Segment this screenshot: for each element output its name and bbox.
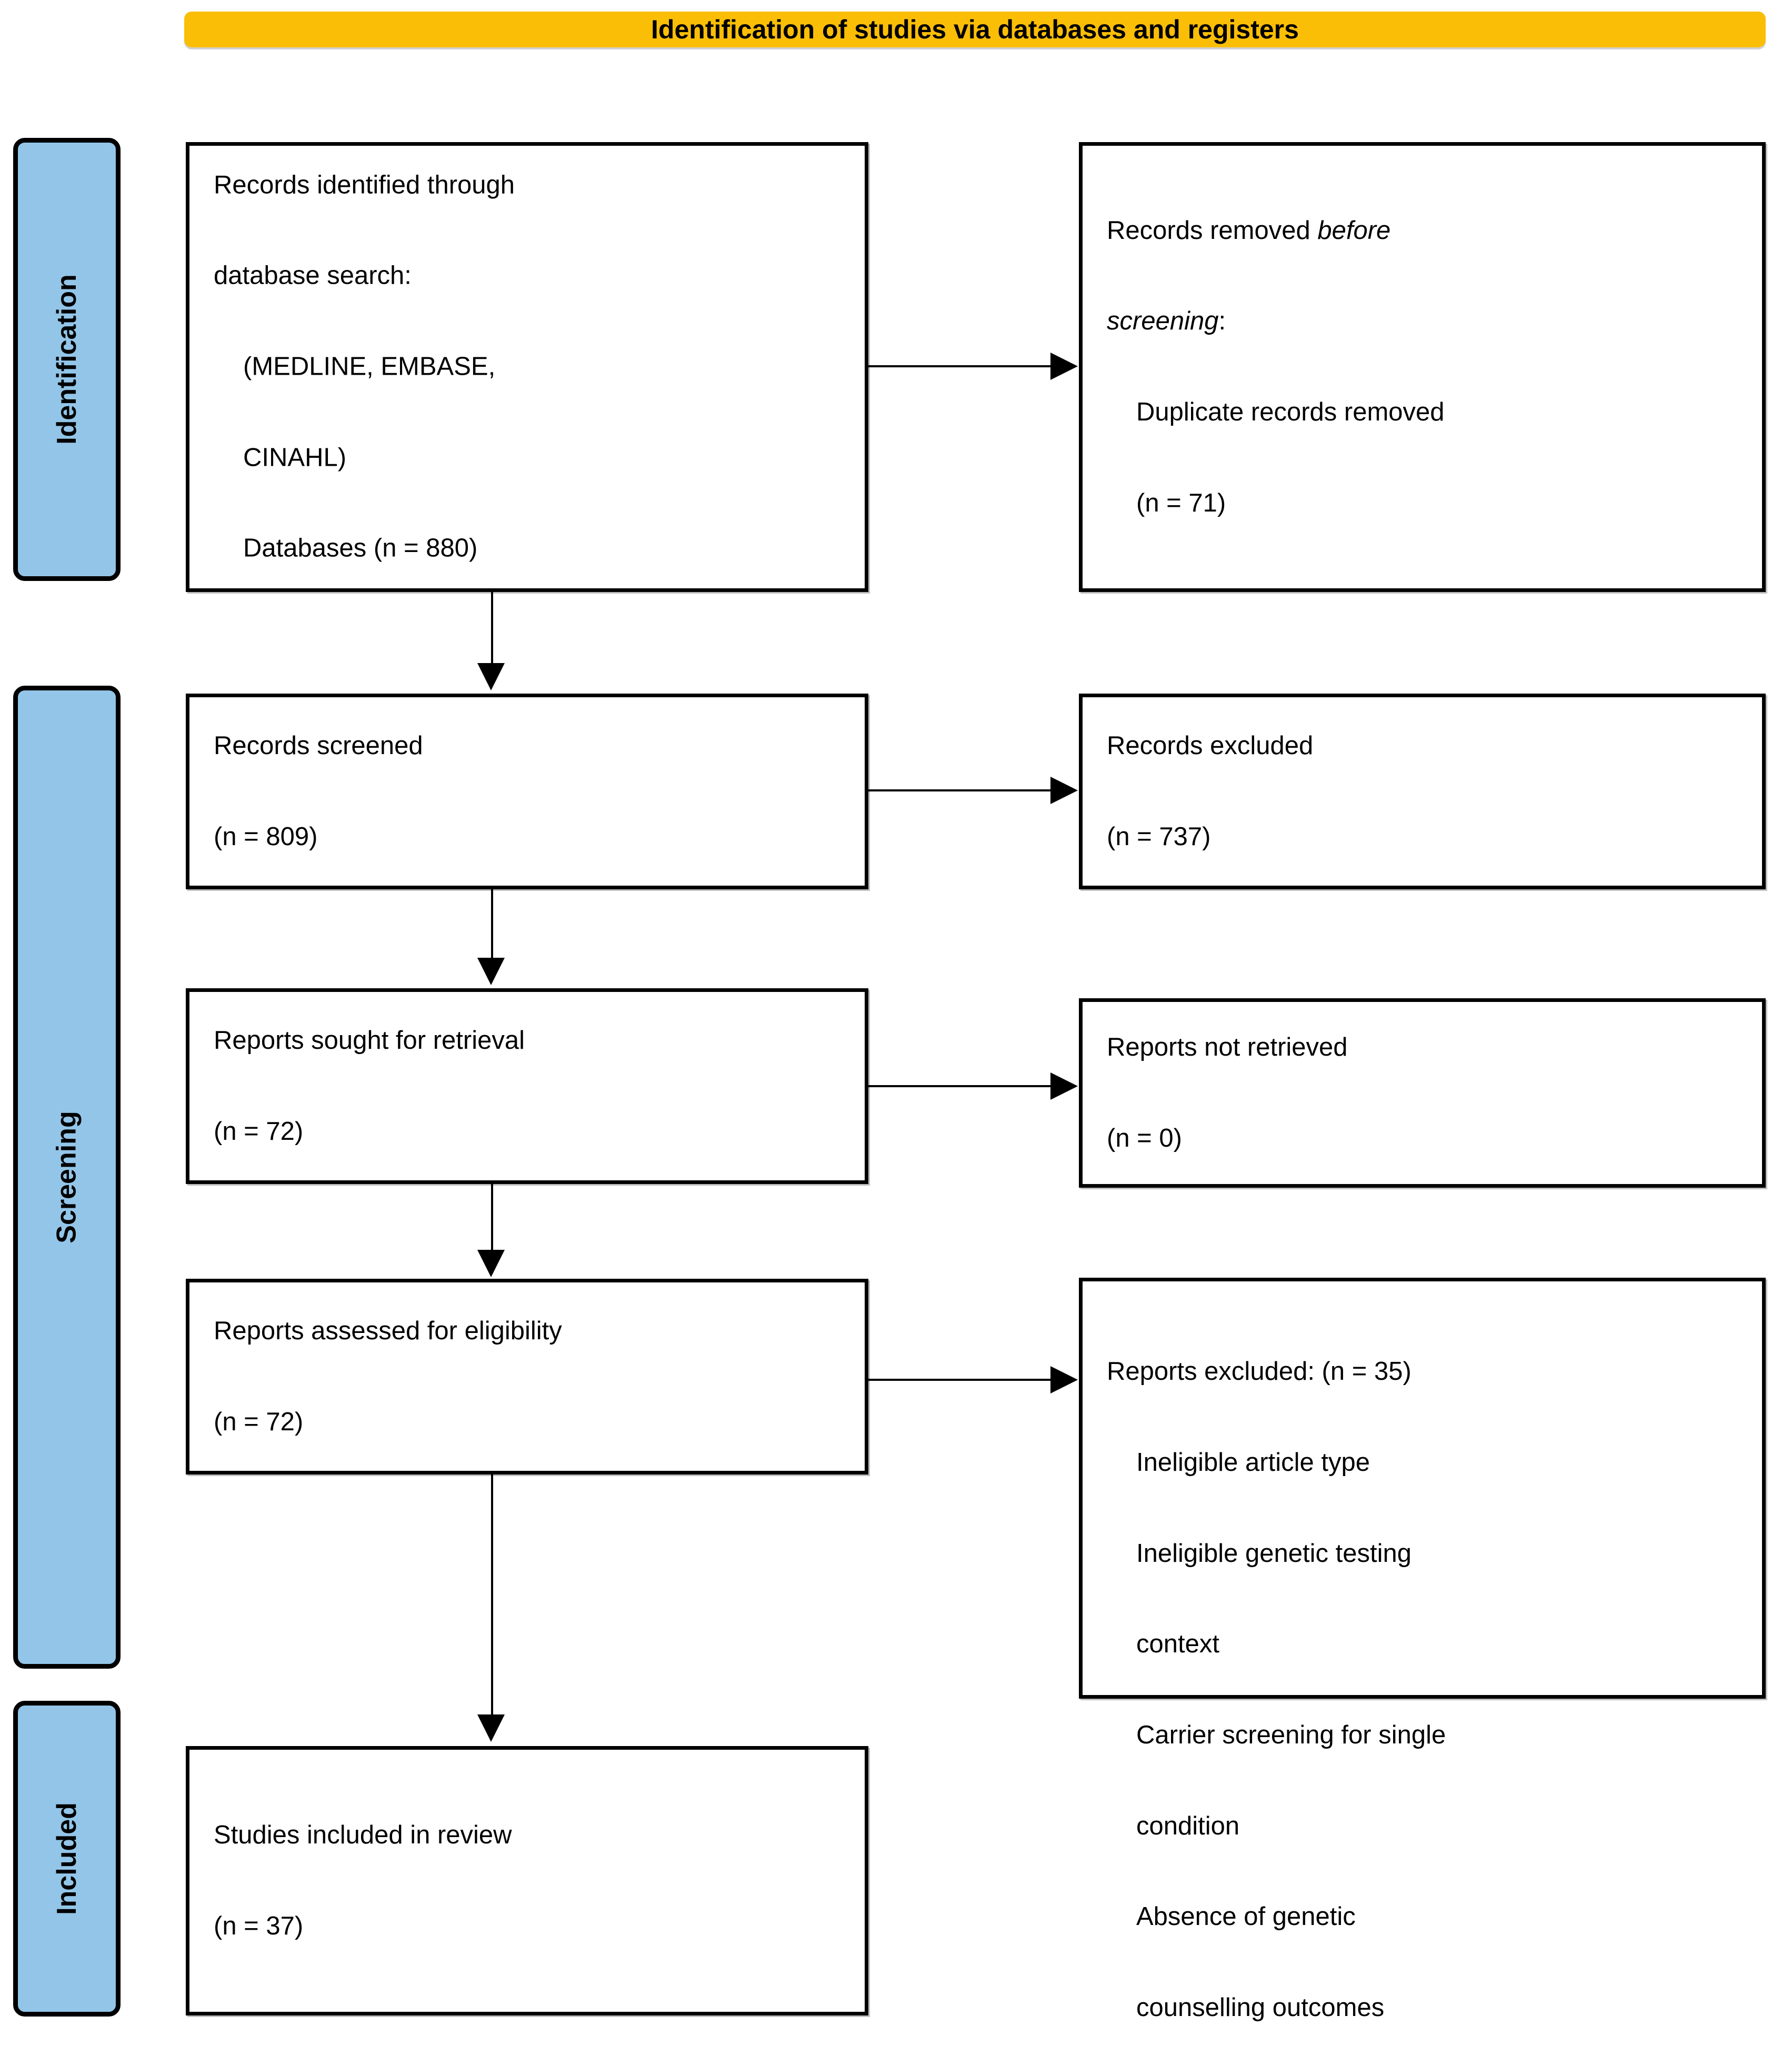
- box-reports-assessed-for-eligibility: Reports assessed for eligibility (n = 72…: [186, 1279, 868, 1475]
- records-removed-line-4: (n = 71): [1136, 488, 1226, 517]
- reports-not-retrieved-line-2: (n = 0): [1107, 1124, 1182, 1152]
- records-identified-line-1: Records identified through: [214, 170, 515, 199]
- box-records-excluded: Records excluded (n = 737): [1079, 694, 1766, 889]
- stage-label-included: Included: [52, 1802, 83, 1915]
- records-removed-line-1: Records removed before: [1107, 216, 1748, 246]
- records-removed-line-1-italic: before: [1317, 216, 1391, 245]
- box-reports-excluded-text: Reports excluded: (n = 35) Ineligible ar…: [1107, 1296, 1748, 2046]
- reports-sought-line-2: (n = 72): [214, 1117, 304, 1146]
- records-screened-line-1: Records screened: [214, 731, 423, 760]
- box-records-removed-before-screening: Records removed before screening: Duplic…: [1079, 142, 1766, 592]
- records-removed-line-3: Duplicate records removed: [1136, 398, 1445, 427]
- stage-bar-identification: Identification: [13, 138, 121, 581]
- box-reports-not-retrieved: Reports not retrieved (n = 0): [1079, 998, 1766, 1188]
- records-removed-line-1-plain: Records removed: [1107, 216, 1318, 245]
- stage-bar-included: Included: [13, 1701, 121, 2017]
- box-reports-assessed-text: Reports assessed for eligibility (n = 72…: [214, 1256, 851, 1498]
- records-removed-line-2-plain: :: [1218, 307, 1226, 336]
- connector-horizontal-identified-to-removed-line: [868, 365, 1052, 367]
- connector-vertical-identified-to-screened-line: [491, 592, 493, 666]
- records-identified-line-2: database search:: [214, 262, 412, 290]
- reports-excluded-line-1: Reports excluded: (n = 35): [1107, 1357, 1411, 1386]
- connector-vertical-screened-to-sought-line: [491, 889, 493, 959]
- stage-bar-screening: Screening: [13, 686, 121, 1669]
- reports-assessed-line-1: Reports assessed for eligibility: [214, 1316, 562, 1345]
- connector-vertical-sought-to-assessed-line: [491, 1184, 493, 1251]
- arrow-down-icon: [477, 1250, 505, 1277]
- records-screened-line-2: (n = 809): [214, 822, 318, 851]
- diagram-header-banner: Identification of studies via databases …: [184, 12, 1766, 47]
- box-reports-not-retrieved-text: Reports not retrieved (n = 0): [1107, 972, 1748, 1215]
- reports-excluded-reason-4a: Absence of genetic: [1136, 1902, 1356, 1931]
- studies-included-line-2: (n = 37): [214, 1911, 304, 1940]
- records-excluded-line-2: (n = 737): [1107, 822, 1211, 851]
- records-identified-line-4: CINAHL): [243, 443, 347, 472]
- reports-excluded-reason-3b: condition: [1136, 1811, 1240, 1840]
- reports-excluded-reason-2a: Ineligible genetic testing: [1136, 1539, 1412, 1568]
- arrow-down-icon: [477, 958, 505, 985]
- connector-horizontal-sought-to-not-retrieved-line: [868, 1085, 1052, 1087]
- arrow-right-icon: [1050, 1072, 1078, 1100]
- connector-horizontal-assessed-to-excluded-line: [868, 1379, 1052, 1381]
- reports-excluded-reason-1: Ineligible article type: [1136, 1448, 1370, 1477]
- reports-not-retrieved-line-1: Reports not retrieved: [1107, 1032, 1348, 1061]
- box-records-screened-text: Records screened (n = 809): [214, 670, 851, 913]
- box-studies-included-text: Studies included in review (n = 37): [214, 1760, 851, 2002]
- records-identified-line-5: Databases (n = 880): [243, 534, 478, 563]
- arrow-right-icon: [1050, 1366, 1078, 1393]
- reports-assessed-line-2: (n = 72): [214, 1407, 304, 1436]
- records-removed-line-2-italic: screening: [1107, 307, 1219, 336]
- box-reports-sought-for-retrieval: Reports sought for retrieval (n = 72): [186, 988, 868, 1184]
- stage-label-identification: Identification: [52, 274, 82, 445]
- records-identified-line-3: (MEDLINE, EMBASE,: [243, 352, 496, 381]
- box-records-excluded-text: Records excluded (n = 737): [1107, 670, 1748, 913]
- stage-label-screening: Screening: [52, 1111, 83, 1243]
- connector-vertical-assessed-to-included-line: [491, 1475, 493, 1716]
- studies-included-line-1: Studies included in review: [214, 1820, 512, 1849]
- box-reports-sought-text: Reports sought for retrieval (n = 72): [214, 965, 851, 1208]
- box-studies-included-in-review: Studies included in review (n = 37): [186, 1746, 868, 2015]
- diagram-header-title: Identification of studies via databases …: [651, 15, 1299, 44]
- box-records-screened: Records screened (n = 809): [186, 694, 868, 889]
- records-excluded-line-1: Records excluded: [1107, 731, 1314, 760]
- arrow-right-icon: [1050, 777, 1078, 804]
- arrow-down-icon: [477, 663, 505, 690]
- box-reports-excluded: Reports excluded: (n = 35) Ineligible ar…: [1079, 1278, 1766, 2022]
- reports-excluded-reason-4b: counselling outcomes: [1136, 1993, 1385, 2022]
- reports-excluded-reason-3a: Carrier screening for single: [1136, 1720, 1446, 1749]
- reports-excluded-reason-2b: context: [1136, 1630, 1219, 1659]
- records-removed-line-2: screening:: [1107, 306, 1748, 337]
- box-records-removed-text: Records removed before screening: Duplic…: [1107, 155, 1748, 579]
- connector-horizontal-screened-to-excluded-line: [868, 789, 1052, 791]
- arrow-down-icon: [477, 1714, 505, 1742]
- box-records-identified: Records identified through database sear…: [186, 142, 868, 592]
- reports-sought-line-1: Reports sought for retrieval: [214, 1026, 525, 1055]
- box-records-identified-text: Records identified through database sear…: [214, 109, 851, 625]
- arrow-right-icon: [1050, 353, 1078, 380]
